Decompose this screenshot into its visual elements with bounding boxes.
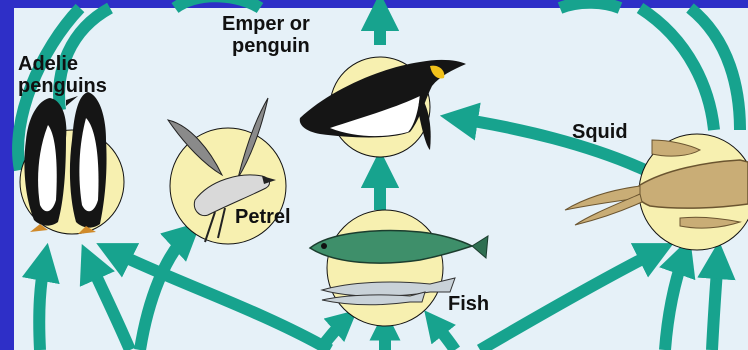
label-petrel: Petrel [235,206,291,228]
label-emperor: Emper or penguin [222,13,315,57]
label-squid: Squid [572,121,628,143]
arrow-top-arc-2 [560,3,620,8]
arrow-to-squid-2 [712,256,718,350]
arrow-to-adelie-1 [39,258,45,350]
label-fish: Fish [448,293,489,315]
node-fish [327,210,443,326]
